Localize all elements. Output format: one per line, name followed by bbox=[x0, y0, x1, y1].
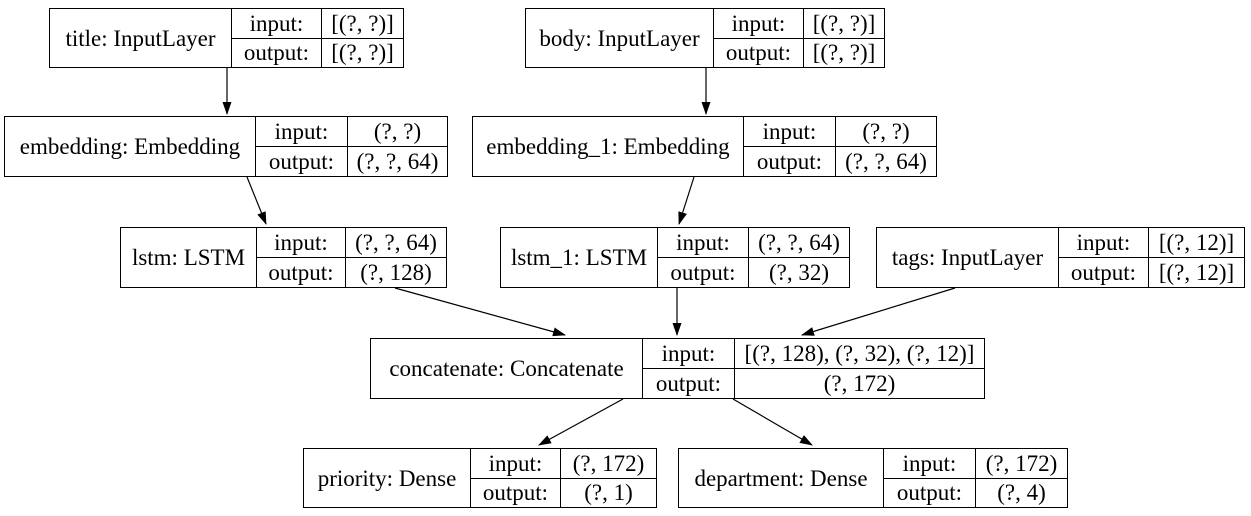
output-label: output: bbox=[1059, 258, 1149, 287]
node-lstm_1: lstm_1: LSTM input: (?, ?, 64) output: (… bbox=[500, 227, 850, 288]
node-concatenate: concatenate: Concatenate input: [(?, 128… bbox=[370, 338, 985, 399]
layer-name: department: Dense bbox=[679, 449, 884, 507]
node-department: department: Dense input: (?, 172) output… bbox=[678, 448, 1068, 508]
output-label: output: bbox=[884, 478, 976, 507]
output-shape: (?, 32) bbox=[768, 260, 830, 285]
layer-name: lstm: LSTM bbox=[121, 228, 257, 287]
output-label: output: bbox=[643, 369, 735, 398]
input-label: input: bbox=[744, 117, 836, 146]
output-label: output: bbox=[744, 147, 836, 176]
layer-name: embedding_1: Embedding bbox=[473, 117, 744, 176]
edge-embedding-to-lstm bbox=[246, 176, 267, 225]
input-label: input: bbox=[232, 9, 322, 38]
layer-name: tags: InputLayer bbox=[877, 228, 1059, 287]
input-label: input: bbox=[256, 117, 348, 146]
input-shape: [(?, 12)] bbox=[1158, 230, 1235, 255]
input-shape: [(?, ?)] bbox=[812, 10, 876, 36]
output-shape: [(?, 12)] bbox=[1158, 260, 1235, 285]
node-priority: priority: Dense input: (?, 172) output: … bbox=[303, 448, 657, 508]
edge-embedding_1-to-lstm_1 bbox=[678, 176, 695, 225]
output-label: output: bbox=[714, 38, 804, 67]
output-label: output: bbox=[471, 478, 561, 507]
input-label: input: bbox=[658, 228, 749, 257]
edge-tags-to-concatenate bbox=[801, 287, 956, 336]
output-shape: (?, 128) bbox=[360, 260, 432, 285]
layer-name: lstm_1: LSTM bbox=[501, 228, 658, 287]
node-embedding_1: embedding_1: Embedding input: (?, ?) out… bbox=[472, 116, 937, 177]
input-shape: (?, 172) bbox=[985, 450, 1058, 476]
node-body: body: InputLayer input: [(?, ?)] output:… bbox=[525, 8, 885, 68]
input-label: input: bbox=[884, 449, 976, 478]
input-shape: (?, ?, 64) bbox=[355, 230, 437, 255]
node-embedding: embedding: Embedding input: (?, ?) outpu… bbox=[4, 116, 448, 177]
output-shape: [(?, ?)] bbox=[812, 40, 876, 66]
edge-lstm-to-concatenate bbox=[394, 287, 566, 337]
output-shape: (?, 1) bbox=[584, 480, 633, 506]
input-shape: (?, ?) bbox=[862, 119, 910, 144]
output-label: output: bbox=[257, 258, 346, 287]
output-shape: (?, 172) bbox=[823, 371, 896, 396]
input-shape: [(?, ?)] bbox=[331, 10, 394, 36]
output-shape: (?, ?, 64) bbox=[356, 149, 439, 174]
layer-name: concatenate: Concatenate bbox=[371, 339, 643, 398]
layer-name: priority: Dense bbox=[304, 449, 471, 507]
node-tags: tags: InputLayer input: [(?, 12)] output… bbox=[876, 227, 1245, 288]
layer-name: title: InputLayer bbox=[50, 9, 232, 67]
input-shape: (?, 172) bbox=[572, 450, 645, 476]
input-label: input: bbox=[257, 228, 346, 257]
node-lstm: lstm: LSTM input: (?, ?, 64) output: (?,… bbox=[120, 227, 447, 288]
edge-concatenate-to-priority bbox=[538, 398, 624, 446]
input-label: input: bbox=[471, 449, 561, 478]
layer-name: embedding: Embedding bbox=[5, 117, 256, 176]
input-shape: [(?, 128), (?, 32), (?, 12)] bbox=[744, 341, 975, 366]
layer-name: body: InputLayer bbox=[526, 9, 714, 67]
input-label: input: bbox=[643, 339, 735, 368]
output-shape: (?, ?, 64) bbox=[845, 149, 927, 174]
input-shape: (?, ?, 64) bbox=[758, 230, 840, 255]
output-shape: [(?, ?)] bbox=[331, 40, 394, 66]
input-shape: (?, ?) bbox=[373, 119, 422, 144]
output-label: output: bbox=[232, 38, 322, 67]
output-shape: (?, 4) bbox=[997, 480, 1046, 506]
input-label: input: bbox=[1059, 228, 1149, 257]
edge-concatenate-to-department bbox=[732, 398, 813, 446]
output-label: output: bbox=[658, 258, 749, 287]
input-label: input: bbox=[714, 9, 804, 38]
output-label: output: bbox=[256, 147, 348, 176]
node-title: title: InputLayer input: [(?, ?)] output… bbox=[49, 8, 404, 68]
